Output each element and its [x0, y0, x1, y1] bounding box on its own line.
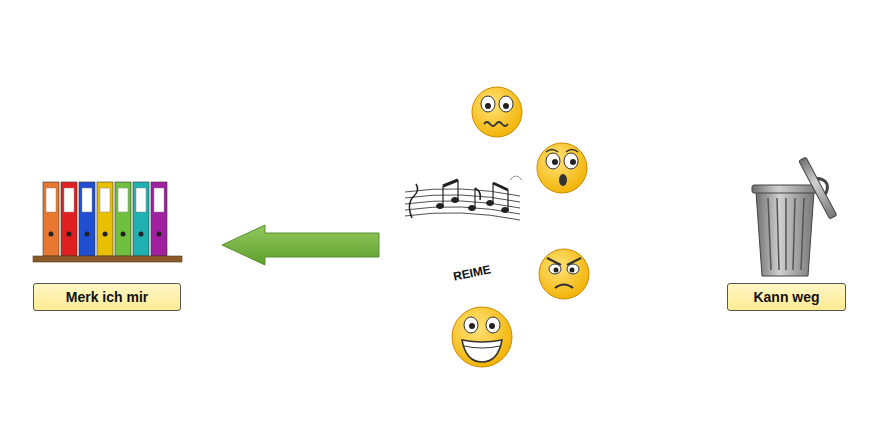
panel-background — [697, 14, 874, 437]
worried-face — [472, 87, 522, 137]
binder-shelf — [33, 182, 182, 262]
panel-label: Merk ich mir — [33, 283, 181, 311]
music-notes — [405, 176, 522, 220]
block-arrow — [222, 225, 379, 265]
cloud-word: REIME — [452, 262, 492, 284]
panel-background — [10, 14, 210, 437]
grinning-face — [452, 307, 512, 367]
thought-cloud: REIME — [383, 25, 666, 420]
angry-face — [539, 249, 589, 299]
panel-label: Kann weg — [727, 283, 846, 311]
surprised-face — [537, 143, 587, 193]
discard-panel: Kann weg — [697, 14, 874, 437]
trash-can — [752, 154, 842, 276]
keep-panel: Merk ich mir — [10, 14, 210, 437]
cloud-outline — [383, 25, 666, 420]
